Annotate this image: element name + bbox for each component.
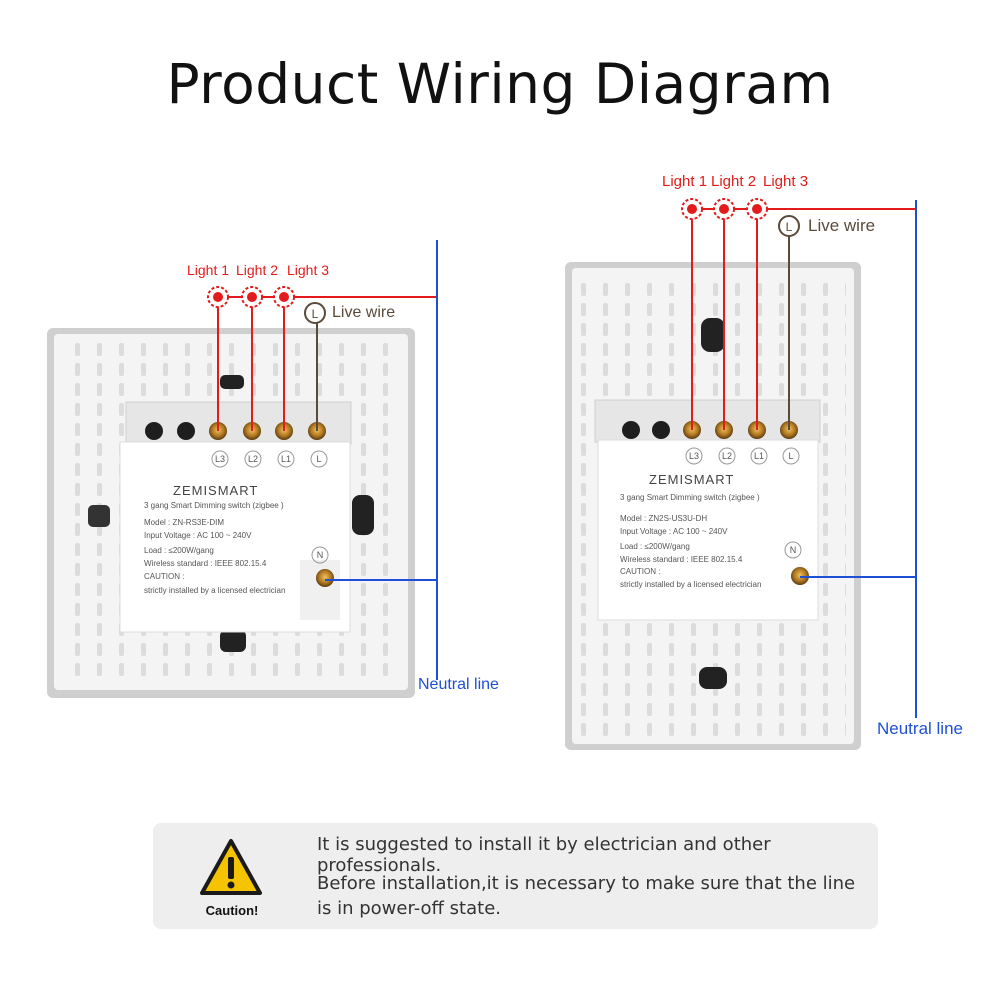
model-text: Model : ZN2S-US3U-DH xyxy=(620,514,707,523)
light-icons-left xyxy=(207,286,295,308)
terminal-l1: L1 xyxy=(754,451,764,461)
brand-logo: ZEMISMART xyxy=(173,483,258,498)
caution-text: CAUTION : xyxy=(144,572,184,581)
left-switch: L3 L2 L1 L N ZEMISMART 3 gang Smart Dimm… xyxy=(47,240,438,698)
caution-label: Caution! xyxy=(205,903,259,918)
caution-line-3: is in power-off state. xyxy=(317,898,501,919)
wireless-text: Wireless standard : IEEE 802.15.4 xyxy=(620,555,743,564)
terminal-n: N xyxy=(317,550,324,560)
installed-text: strictly installed by a licensed electri… xyxy=(144,586,285,595)
caution-panel: Caution! It is suggested to install it b… xyxy=(153,823,878,929)
live-wire-label: Live wire xyxy=(332,304,396,321)
terminal-l2: L2 xyxy=(722,451,732,461)
terminal-n: N xyxy=(790,545,797,555)
terminal-l3: L3 xyxy=(215,454,225,464)
light-3-label: Light 3 xyxy=(287,262,330,278)
voltage-text: Input Voltage : AC 100 ~ 240V xyxy=(144,531,252,540)
product-name: 3 gang Smart Dimming switch (zigbee ) xyxy=(620,493,760,502)
neutral-line-label: Neutral line xyxy=(877,719,963,738)
warning-icon xyxy=(200,839,262,895)
installed-text: strictly installed by a licensed electri… xyxy=(620,580,761,589)
light-2-label: Light 2 xyxy=(711,173,757,190)
page-title: Product Wiring Diagram xyxy=(166,52,834,116)
svg-text:L: L xyxy=(312,307,319,321)
caution-line-2: Before installation,it is necessary to m… xyxy=(317,873,856,894)
terminal-l: L xyxy=(316,454,321,464)
model-text: Model : ZN-RS3E-DIM xyxy=(144,518,224,527)
wireless-text: Wireless standard : IEEE 802.15.4 xyxy=(144,559,267,568)
light-2-label: Light 2 xyxy=(236,262,279,278)
brand-logo: ZEMISMART xyxy=(649,472,734,487)
load-text: Load : ≤200W/gang xyxy=(144,546,214,555)
light-1-label: Light 1 xyxy=(662,173,708,190)
light-3-label: Light 3 xyxy=(763,173,809,190)
light-icons-right xyxy=(681,198,768,220)
light-1-label: Light 1 xyxy=(187,262,230,278)
svg-text:L: L xyxy=(786,220,793,234)
voltage-text: Input Voltage : AC 100 ~ 240V xyxy=(620,527,728,536)
live-terminal-icon xyxy=(778,215,800,237)
caution-text: CAUTION : xyxy=(620,567,660,576)
neutral-line-label: Neutral line xyxy=(418,676,499,693)
load-text: Load : ≤200W/gang xyxy=(620,542,690,551)
right-switch: L3 L2 L1 L N ZEMISMART 3 gang Smart Dimm… xyxy=(565,198,917,750)
live-terminal-icon xyxy=(304,302,326,324)
caution-line-1: It is suggested to install it by electri… xyxy=(317,834,771,876)
live-wire-label: Live wire xyxy=(808,216,876,235)
terminal-l3: L3 xyxy=(689,451,699,461)
terminal-l2: L2 xyxy=(248,454,258,464)
product-name: 3 gang Smart Dimming switch (zigbee ) xyxy=(144,501,284,510)
terminal-l1: L1 xyxy=(281,454,291,464)
terminal-l: L xyxy=(788,451,793,461)
